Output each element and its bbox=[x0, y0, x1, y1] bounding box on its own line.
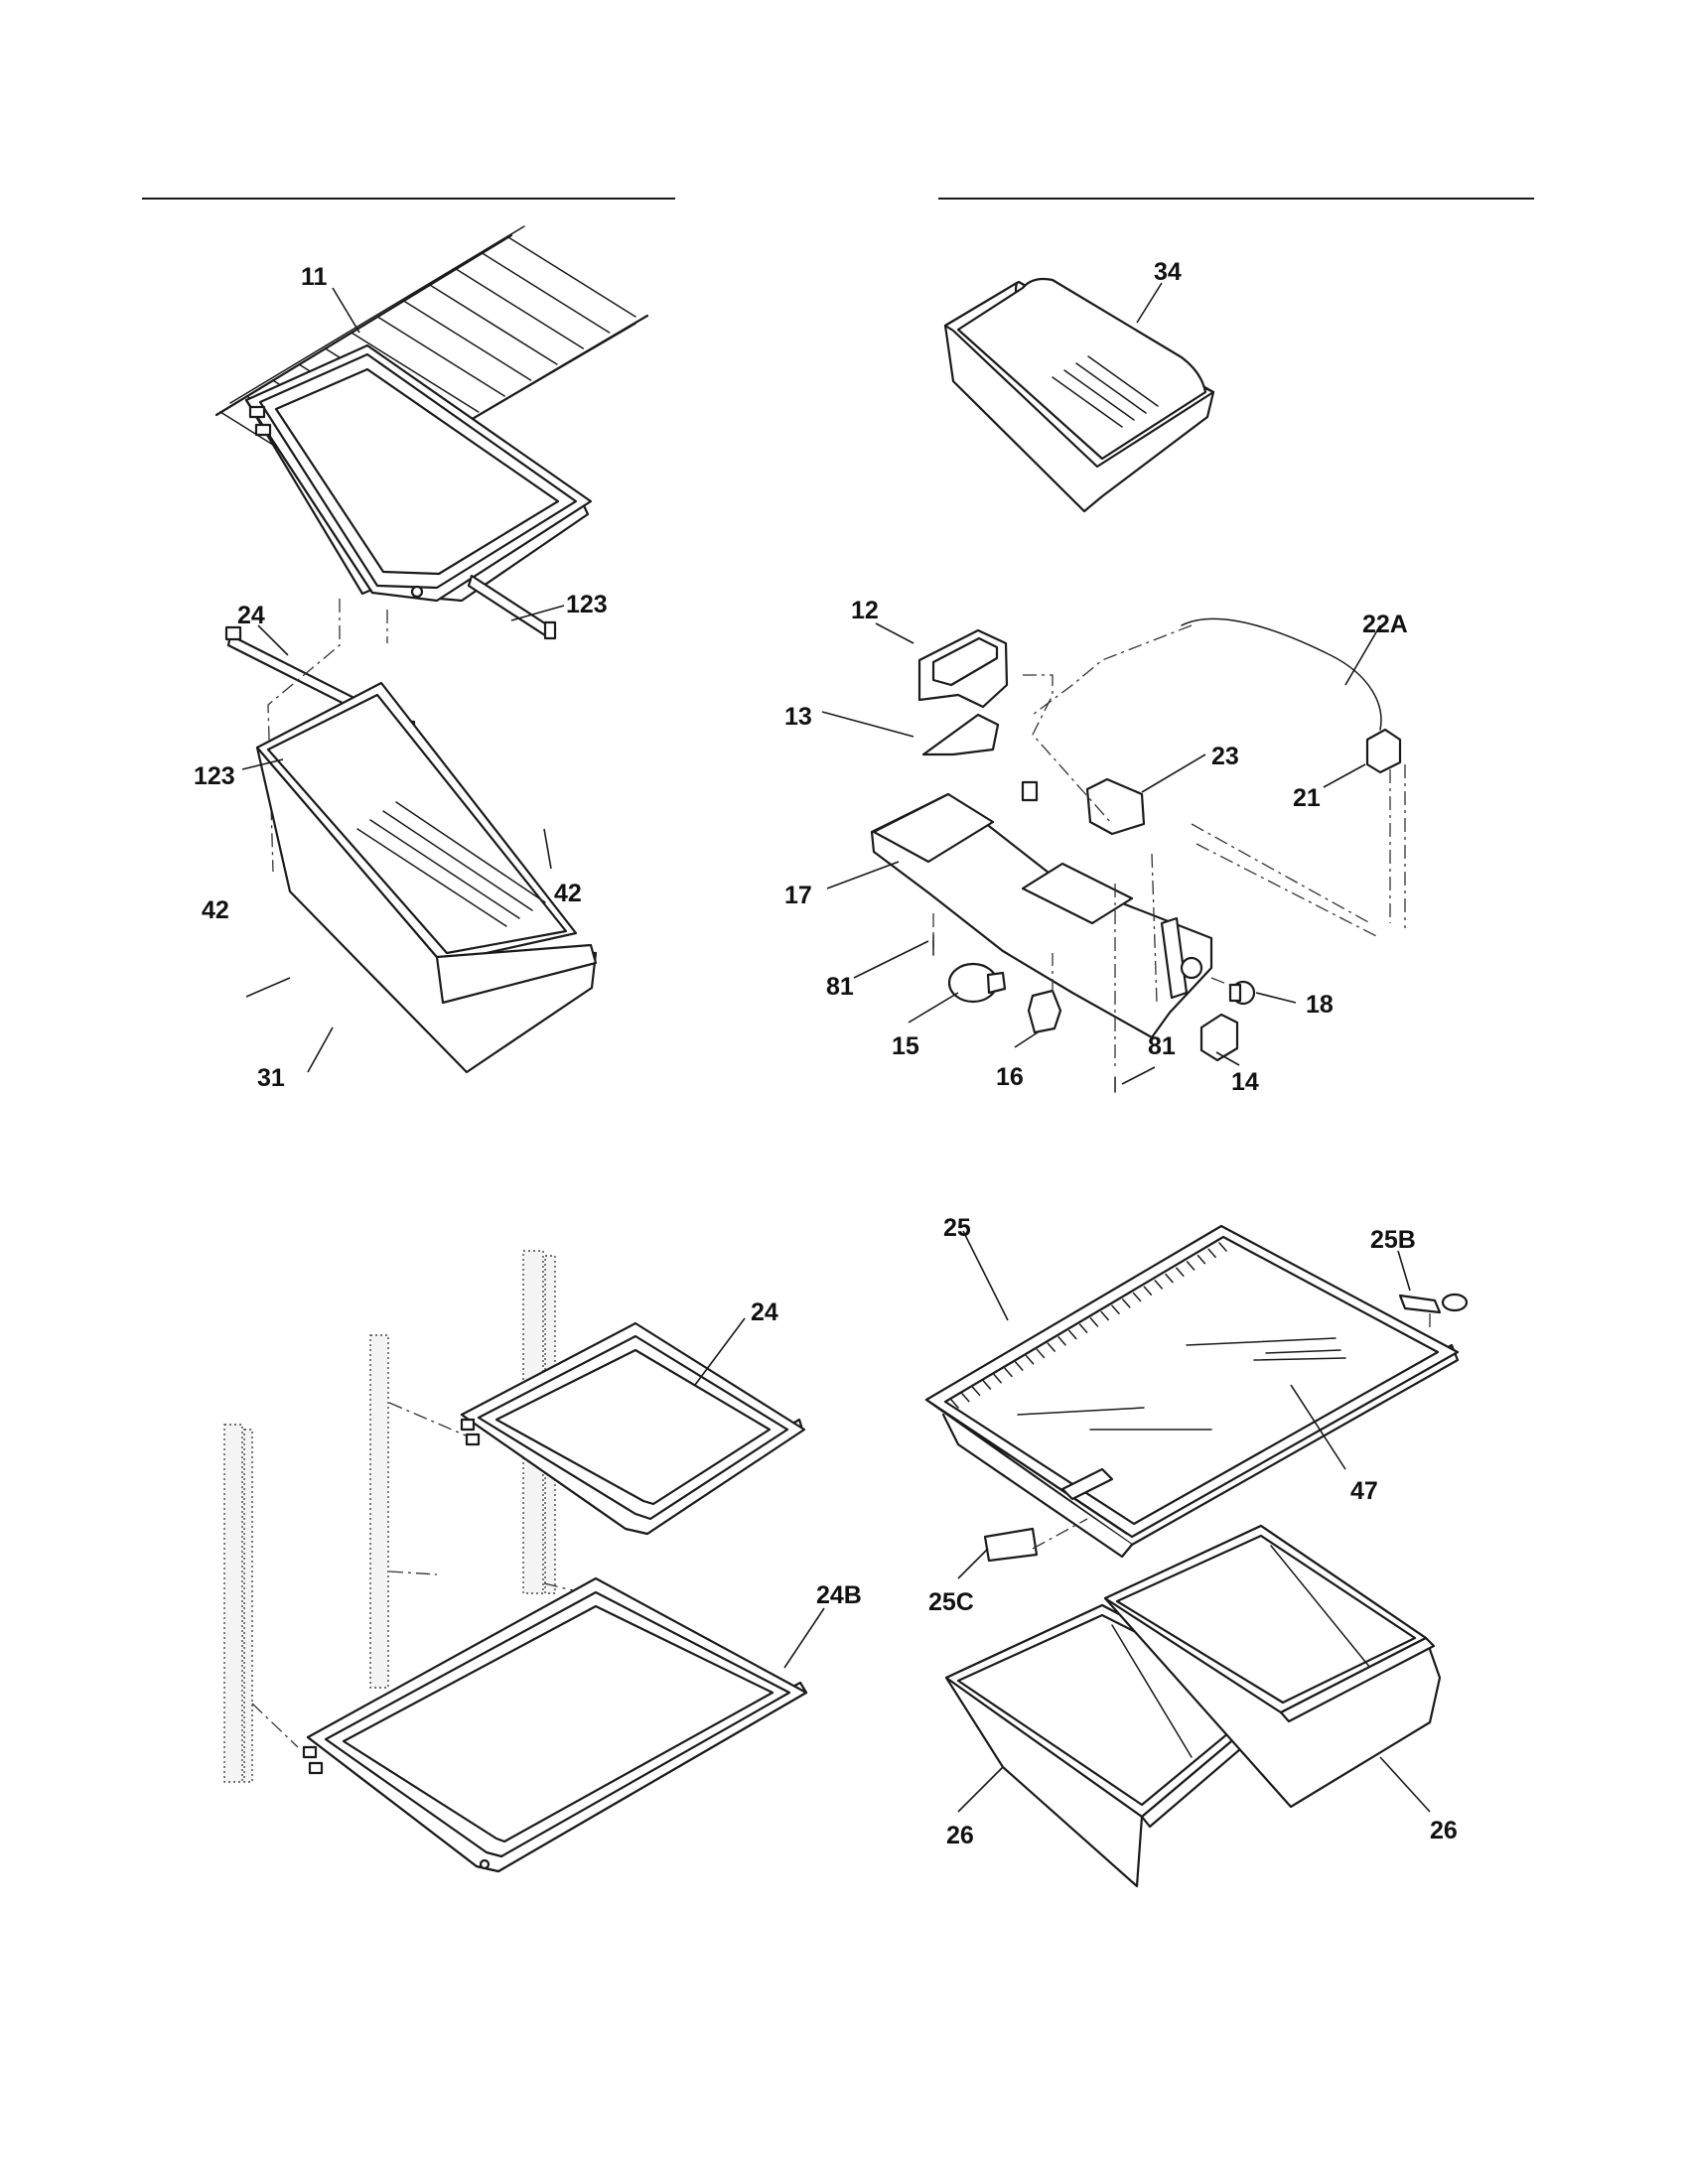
callout-24B: 24B bbox=[816, 1581, 862, 1609]
crisper-drawer bbox=[255, 681, 598, 1074]
callout-123-left: 123 bbox=[194, 762, 235, 790]
callout-25B: 25B bbox=[1370, 1226, 1416, 1254]
callout-11: 11 bbox=[301, 263, 328, 291]
light-switch bbox=[1199, 1013, 1239, 1062]
callout-23: 23 bbox=[1211, 743, 1239, 770]
light-shield bbox=[917, 628, 1009, 709]
callout-123-top: 123 bbox=[566, 591, 608, 618]
bulb-socket bbox=[1027, 989, 1062, 1034]
light-bulb bbox=[947, 962, 1007, 1004]
light-housing bbox=[870, 780, 1213, 1039]
light-bracket bbox=[921, 713, 1000, 756]
glass-shelf-middle bbox=[460, 1321, 806, 1536]
door-switch bbox=[1365, 728, 1402, 774]
callout-47: 47 bbox=[1350, 1477, 1378, 1505]
crisper-bin bbox=[943, 277, 1215, 513]
callout-81-left: 81 bbox=[826, 973, 854, 1001]
callout-21: 21 bbox=[1293, 784, 1321, 812]
callout-42-right: 42 bbox=[554, 880, 582, 907]
callout-25: 25 bbox=[943, 1214, 971, 1242]
callout-24-top: 24 bbox=[237, 602, 265, 629]
wire-harness bbox=[1181, 617, 1382, 731]
callout-16: 16 bbox=[996, 1063, 1024, 1091]
callout-18: 18 bbox=[1306, 991, 1334, 1019]
callout-81-right: 81 bbox=[1148, 1032, 1176, 1060]
glass-shelf-top bbox=[244, 343, 593, 603]
callout-14: 14 bbox=[1231, 1068, 1259, 1096]
callout-26-right: 26 bbox=[1430, 1817, 1458, 1844]
callout-17: 17 bbox=[784, 882, 812, 909]
callout-42-left: 42 bbox=[202, 896, 229, 924]
thermostat-knob bbox=[1228, 980, 1256, 1006]
callout-13: 13 bbox=[784, 703, 812, 731]
callout-31: 31 bbox=[257, 1064, 285, 1092]
cover-support-right bbox=[1398, 1293, 1469, 1314]
crisper-cover bbox=[924, 1224, 1460, 1559]
callout-34: 34 bbox=[1154, 258, 1182, 286]
callout-15: 15 bbox=[892, 1032, 919, 1060]
slide-rail-right bbox=[467, 574, 557, 640]
callout-12: 12 bbox=[851, 597, 879, 624]
callout-25C: 25C bbox=[928, 1588, 974, 1616]
glass-shelf-bottom bbox=[302, 1576, 808, 1873]
light-socket bbox=[1085, 777, 1146, 836]
callout-24-bottom: 24 bbox=[751, 1298, 778, 1326]
callout-26-left: 26 bbox=[946, 1822, 974, 1849]
crisper-pan-right bbox=[1103, 1524, 1442, 1809]
leader-lines bbox=[241, 282, 1431, 1813]
callout-22A: 22A bbox=[1362, 611, 1408, 638]
cover-support-left bbox=[983, 1527, 1039, 1563]
